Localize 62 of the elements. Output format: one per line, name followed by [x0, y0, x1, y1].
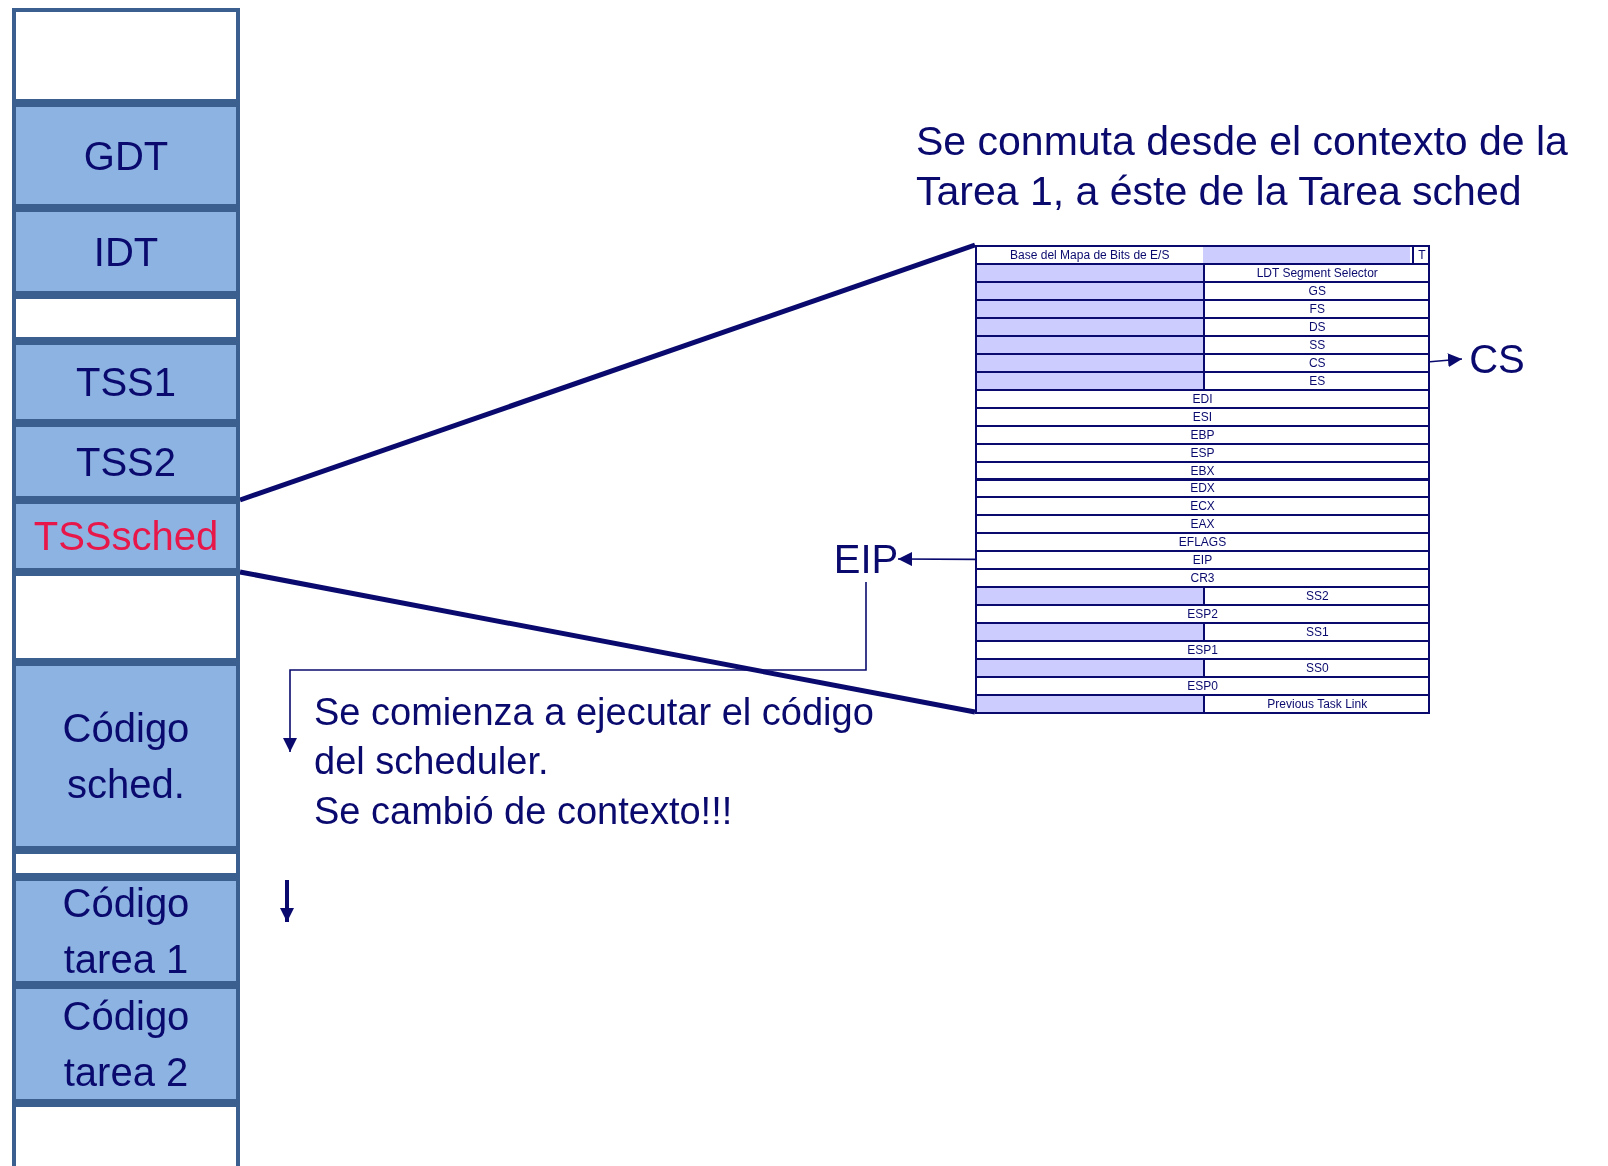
register-row	[975, 622, 1430, 643]
register-row	[975, 316, 1430, 337]
register-name: EIP	[834, 536, 898, 582]
memory-block: TSS2	[12, 423, 240, 500]
memory-block: GDT	[12, 103, 240, 208]
register-row	[975, 514, 1430, 535]
tss-table	[975, 245, 1430, 712]
register-row	[975, 262, 1430, 283]
register-row	[975, 568, 1430, 589]
register-row	[975, 658, 1430, 679]
note-text: Se cambió de contexto!!!	[314, 788, 734, 834]
register-label: EBP	[1189, 426, 1216, 443]
register-name: CS	[1462, 335, 1532, 383]
register-label: EAX	[1189, 516, 1216, 533]
register-label: EIP	[1191, 552, 1214, 569]
register-label: EFLAGS	[1177, 534, 1228, 551]
register-row	[975, 496, 1430, 517]
register-row	[975, 604, 1430, 625]
memory-block	[12, 8, 240, 103]
register-row	[975, 370, 1430, 391]
register-row	[975, 460, 1430, 481]
memory-block	[12, 1103, 240, 1166]
memory-block: Código tarea 1	[12, 877, 240, 985]
title-text: Se conmuta desde el contexto de la Tarea 1, a éste de la Tarea sched	[916, 117, 1569, 216]
connector-line	[239, 569, 976, 715]
register-row	[975, 388, 1430, 409]
register-row	[975, 245, 1430, 265]
register-label: ESP	[1189, 444, 1216, 461]
connector-line	[239, 242, 976, 503]
memory-block: TSSsched	[12, 500, 240, 572]
arrow	[897, 552, 976, 567]
register-row	[975, 424, 1430, 445]
memory-block: Código tarea 2	[12, 985, 240, 1103]
register-label: ECX	[1189, 498, 1216, 515]
register-row	[975, 550, 1430, 571]
memory-block: TSS1	[12, 341, 240, 423]
register-row	[975, 442, 1430, 463]
register-row	[975, 406, 1430, 427]
register-row	[975, 298, 1430, 319]
register-row	[975, 280, 1430, 301]
register-row	[975, 334, 1430, 355]
register-label: EDI	[1191, 390, 1214, 407]
register-label: EDX	[1189, 480, 1216, 497]
register-row	[975, 352, 1430, 373]
register-row	[975, 532, 1430, 553]
register-label: Previous Task Link	[1202, 696, 1430, 712]
register-row	[975, 676, 1430, 696]
register-label: ESI	[1191, 408, 1214, 425]
memory-block: IDT	[12, 208, 240, 295]
register-label: ESP1	[1186, 642, 1219, 659]
register-label: ESP2	[1186, 606, 1219, 623]
register-label: EBX	[1189, 462, 1216, 479]
register-label: ESP0	[1186, 678, 1219, 694]
register-row	[975, 586, 1430, 607]
memory-block: Código sched.	[12, 662, 240, 850]
note-text: Se comienza a ejecutar el código del scheduler.	[314, 690, 875, 785]
register-row	[975, 640, 1430, 661]
arrow	[1429, 353, 1463, 368]
register-row	[975, 694, 1430, 714]
register-label: CR3	[1189, 570, 1216, 587]
register-label: Base del Mapa de Bits de E/S	[1009, 247, 1171, 263]
arrow	[283, 581, 867, 753]
